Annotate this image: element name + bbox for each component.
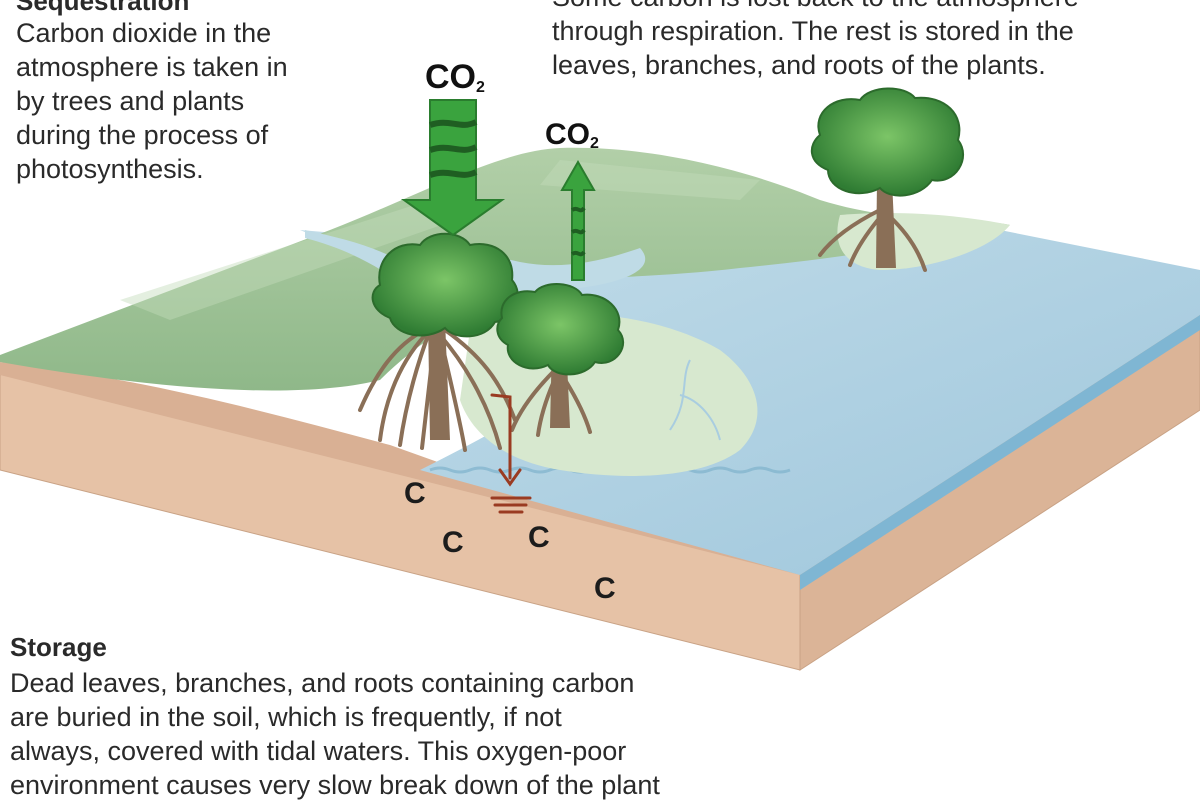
- storage-text: Dead leaves, branches, and roots contain…: [10, 666, 660, 802]
- carbon-mark: C: [528, 521, 550, 554]
- small-tree-canopy: [496, 283, 625, 376]
- big-tree-canopy: [371, 232, 519, 338]
- water-side-edge: [800, 315, 1200, 590]
- co2-label-absorption: CO2: [425, 58, 485, 97]
- mud-creek: [669, 359, 721, 441]
- storage-heading: Storage: [10, 632, 107, 662]
- text-line: leaves, branches, and roots of the plant…: [552, 50, 1046, 80]
- right-tree-trunk: [876, 180, 896, 268]
- carbon-mark: C: [594, 572, 616, 605]
- sequestration-text: Carbon dioxide in the atmosphere is take…: [16, 16, 288, 186]
- text-line: during the process of: [16, 120, 269, 150]
- text-line: always, covered with tidal waters. This …: [10, 736, 627, 766]
- hill-highlight: [120, 200, 470, 320]
- sequestration-heading: Sequestration: [16, 0, 190, 16]
- text-line: Carbon dioxide in the: [16, 18, 272, 48]
- carbon-mark: C: [442, 526, 464, 559]
- big-tree-trunk: [428, 320, 450, 440]
- right-tree-canopy: [810, 87, 965, 197]
- co2-main: CO: [425, 58, 476, 96]
- text-line: Some carbon is lost back to the atmosphe…: [552, 0, 1079, 14]
- co2-label-release: CO2: [545, 118, 599, 153]
- text-line: atmosphere is taken in: [16, 52, 288, 82]
- co2-release-arrow: [560, 159, 596, 281]
- big-tree-roots: [358, 328, 517, 452]
- respiration-text: Some carbon is lost back to the atmosphe…: [552, 0, 1079, 82]
- co2-main: CO: [545, 118, 590, 151]
- co2-subscript: 2: [476, 79, 485, 96]
- co2-absorption-arrow: [400, 99, 506, 237]
- text-line: by trees and plants: [16, 86, 245, 116]
- text-line: are buried in the soil, which is frequen…: [10, 702, 562, 732]
- hill-highlight: [540, 160, 760, 200]
- text-line: Dead leaves, branches, and roots contain…: [10, 668, 635, 698]
- text-line: through respiration. The rest is stored …: [552, 16, 1074, 46]
- text-line: photosynthesis.: [16, 154, 204, 184]
- soil-upper-band: [0, 362, 800, 575]
- carbon-burial-arrow: [490, 393, 532, 514]
- text-line: environment causes very slow break down …: [10, 770, 660, 800]
- carbon-mark: C: [404, 477, 426, 510]
- co2-subscript: 2: [590, 135, 599, 152]
